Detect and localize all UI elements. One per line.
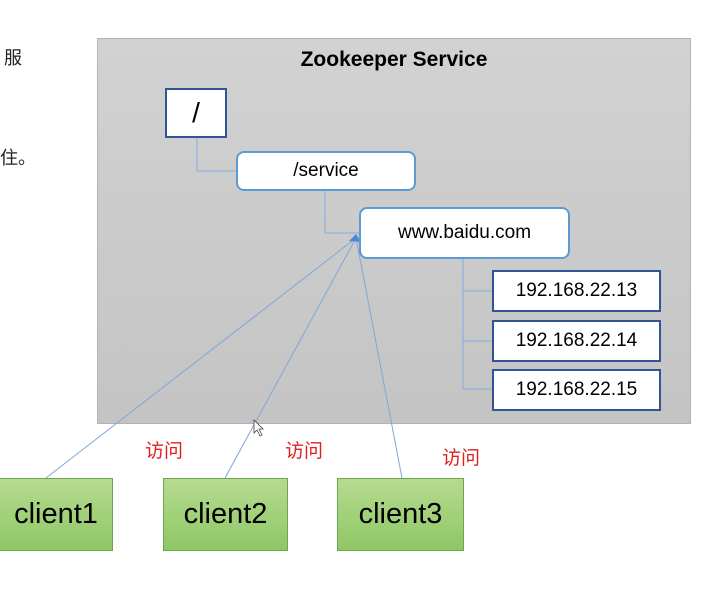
node-service: /service [236,151,416,191]
clipped-text-line-2: 住。 [0,148,36,169]
node-ip-2: 192.168.22.14 [492,320,661,362]
visit-label-1: 访问 [145,440,184,462]
client-box-1: client1 [0,478,113,551]
client-box-2: client2 [163,478,288,551]
access-line-client2 [224,237,357,479]
arrowhead-icon [349,234,361,242]
mouse-cursor-icon [253,419,264,437]
node-root: / [165,88,227,138]
service-title: Zookeeper Service [300,48,488,71]
node-ip-3: 192.168.22.15 [492,369,661,411]
connector-root-service [196,138,236,172]
node-ip-1: 192.168.22.13 [492,270,661,312]
connector-service-domain [324,191,359,234]
access-line-client3 [355,237,403,479]
visit-label-3: 访问 [442,447,481,469]
clipped-text-line-1: 服 [4,48,22,69]
node-domain: www.baidu.com [359,207,570,259]
client-box-3: client3 [337,478,464,551]
access-line-client1 [45,237,357,479]
visit-label-2: 访问 [285,440,324,462]
